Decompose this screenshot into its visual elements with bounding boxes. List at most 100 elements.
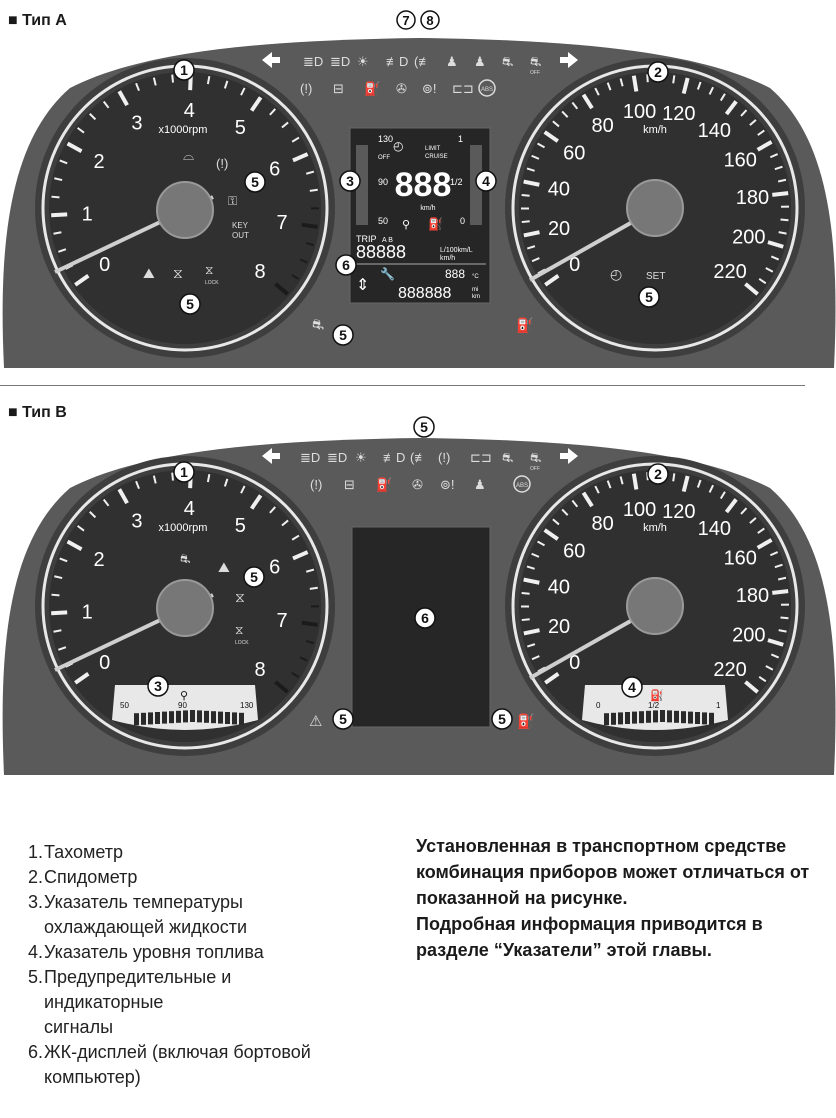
callout-top-left: 7 bbox=[396, 10, 416, 30]
gauge-bar bbox=[639, 711, 644, 724]
gauge-tick bbox=[778, 629, 787, 633]
gauge-tick bbox=[581, 491, 594, 508]
gauge-tick bbox=[749, 119, 757, 126]
gauge-number: 3 bbox=[131, 113, 142, 135]
callout-temp: 3 bbox=[147, 675, 169, 697]
gauge-tick bbox=[724, 100, 738, 116]
gauge-tick bbox=[58, 646, 67, 651]
svg-text:5: 5 bbox=[339, 327, 347, 343]
gauge-number: 4 bbox=[184, 100, 195, 122]
gauge-number: 220 bbox=[713, 659, 746, 681]
gauge-tick bbox=[631, 75, 639, 92]
fuel-gauge-empty: 0 bbox=[596, 701, 601, 710]
gauge-tick bbox=[531, 154, 540, 160]
callout-speed: 2 bbox=[647, 61, 669, 83]
gauge-tick bbox=[696, 479, 702, 488]
gauge-tick bbox=[206, 76, 211, 85]
rear-defrost-icon: ⌓ bbox=[183, 147, 194, 163]
gauge-tick bbox=[249, 494, 263, 510]
gauge-tick bbox=[299, 656, 308, 662]
legend-item: 4.Указатель уровня топлива bbox=[28, 942, 264, 962]
gauge-tick bbox=[537, 540, 546, 547]
gauge-tick bbox=[269, 506, 276, 514]
gauge-bar bbox=[702, 712, 707, 725]
gauge-tick bbox=[561, 110, 569, 118]
gauge-number: 6 bbox=[269, 159, 280, 181]
gauge-tick bbox=[770, 255, 780, 261]
gauge-number: 7 bbox=[276, 212, 287, 234]
gauge-tick bbox=[724, 498, 738, 514]
gauge-tick bbox=[66, 141, 83, 153]
gauge-number: 60 bbox=[563, 142, 585, 164]
gauge-tick bbox=[59, 159, 68, 165]
callout-warn-tach-bottom: 5 bbox=[179, 293, 201, 315]
gauge-tick bbox=[681, 475, 690, 493]
gauge-number: 120 bbox=[662, 103, 695, 125]
svg-text:5: 5 bbox=[250, 569, 258, 585]
lcd-temp-mid: 90 bbox=[378, 177, 388, 187]
gauge-tick bbox=[74, 672, 90, 685]
turn-right-icon bbox=[560, 448, 578, 464]
gauge-number: 8 bbox=[255, 659, 266, 681]
gauge-tick bbox=[152, 475, 157, 484]
lcd-trip-label: TRIP bbox=[356, 234, 377, 244]
engine-check-icon: ⊏⊐ bbox=[470, 450, 492, 465]
key-out-label-1: KEY bbox=[232, 221, 249, 230]
gauge-tick bbox=[552, 518, 560, 526]
legend-item: 1.Тахометр bbox=[28, 842, 124, 862]
tach-hub bbox=[156, 181, 214, 239]
gauge-tick bbox=[531, 552, 540, 558]
gauge-number: 0 bbox=[99, 254, 110, 276]
esc-icon: ⛐ bbox=[502, 54, 513, 69]
gauge-tick bbox=[292, 550, 309, 561]
abs-icon bbox=[513, 475, 531, 493]
lcd-wrench-icon: 🔧 bbox=[380, 266, 395, 281]
callout-lcd: 6 bbox=[335, 254, 357, 276]
gauge-bar bbox=[183, 710, 188, 723]
gauge-tick bbox=[309, 188, 318, 192]
gauge-tick bbox=[756, 538, 773, 550]
gauge-tick bbox=[769, 551, 779, 557]
callout-fuel: 4 bbox=[475, 170, 497, 192]
callout-lcd: 6 bbox=[414, 607, 436, 629]
gauge-tick bbox=[59, 557, 68, 563]
gauge-tick bbox=[780, 218, 789, 222]
gauge-tick bbox=[708, 484, 714, 493]
gauge-tick bbox=[305, 170, 315, 175]
lcd-temp-low: 50 bbox=[378, 216, 388, 226]
callout-fuel: 4 bbox=[621, 676, 643, 698]
gauge-tick bbox=[291, 671, 300, 678]
callout-speed: 2 bbox=[647, 463, 669, 485]
gauge-tick bbox=[76, 525, 85, 532]
svg-text:3: 3 bbox=[346, 173, 354, 189]
speed-hub bbox=[626, 179, 684, 237]
gauge-tick bbox=[571, 101, 579, 110]
gauge-tick bbox=[521, 220, 530, 224]
gauge-bar bbox=[141, 712, 146, 725]
callout-warn-left: 5 bbox=[332, 708, 354, 730]
gauge-tick bbox=[523, 179, 540, 187]
gauge-number: 1 bbox=[82, 601, 93, 623]
gauge-tick bbox=[89, 511, 97, 519]
seatbelt-pass-icon: ♟ bbox=[446, 54, 458, 69]
gauge-tick bbox=[74, 274, 90, 287]
gauge-tick bbox=[531, 655, 540, 661]
gauge-tick bbox=[772, 191, 789, 197]
awd-icon: ⧖ bbox=[235, 589, 245, 605]
gauge-tick bbox=[672, 75, 676, 84]
gauge-number: 140 bbox=[698, 518, 731, 540]
gauge-bar bbox=[232, 712, 237, 725]
gauge-tick bbox=[526, 565, 535, 570]
gauge-number: 220 bbox=[713, 261, 746, 283]
gauge-tick bbox=[291, 136, 300, 143]
high-beam-icon: ≣D bbox=[300, 450, 320, 465]
gauge-tick bbox=[672, 473, 676, 482]
gauge-tick bbox=[89, 113, 97, 121]
gauge-tick bbox=[774, 563, 783, 569]
gauge-tick bbox=[758, 278, 767, 285]
gauge-tick bbox=[765, 665, 774, 671]
callout-warn-right: 5 bbox=[491, 708, 513, 730]
engine-check-icon: ⊏⊐ bbox=[452, 81, 474, 96]
gauge-tick bbox=[102, 498, 110, 507]
gauge-tick bbox=[249, 96, 263, 112]
